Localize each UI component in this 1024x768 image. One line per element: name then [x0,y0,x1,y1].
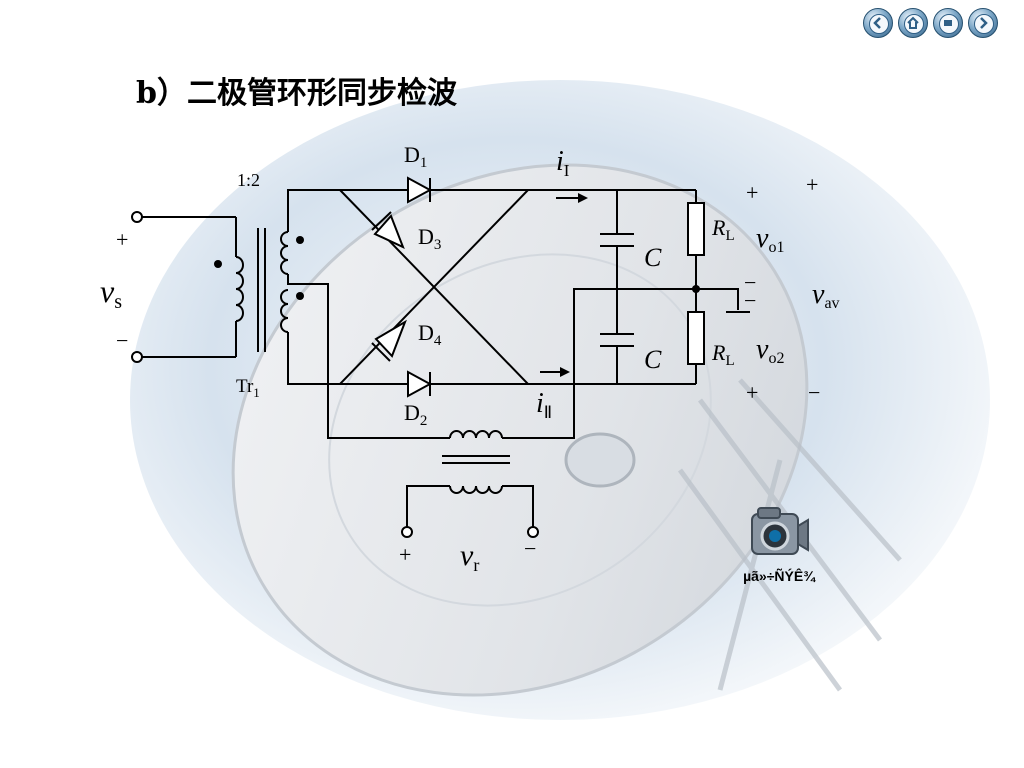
demo-caption: µã»÷ÑÝÊ¾ [743,568,815,584]
tr1-label: Tr1 [236,376,260,400]
slide-navigation [863,8,998,38]
transformer-tr1 [214,217,304,357]
vs-label: vs [100,273,122,313]
input-terminal-top [131,211,143,223]
vs-plus: + [116,227,128,252]
vr-plus: + [399,542,411,567]
diode-d4 [371,319,407,362]
load-resistor-bottom [687,311,705,365]
reference-transformer [406,430,534,527]
current-arrow-i1 [556,193,588,203]
nav-pause-icon [944,20,952,26]
diode-d2 [407,370,433,398]
d4-label: D4 [418,320,442,349]
slide-title: b）二极管环形同步检波 [136,76,457,111]
rl-top-label: RL [711,215,735,244]
demo-media-button[interactable]: µã»÷ÑÝÊ¾ [714,504,844,584]
primary-coil [235,256,244,322]
vav-plus: + [806,172,818,197]
nav-pause-button[interactable] [933,8,963,38]
capacitor-top [600,233,634,247]
d2-label: D2 [404,400,427,429]
vr-label: vr [460,539,479,575]
rl-bottom-label: RL [711,340,735,369]
vo2-label: vo2 [756,334,784,367]
capacitor-bottom [600,333,634,347]
diode-d3 [371,211,405,249]
d3-label: D3 [418,224,441,253]
diode-d1 [407,176,433,204]
load-resistor-top [687,202,705,256]
vav-label: vav [812,279,840,312]
nav-home-button[interactable] [898,8,928,38]
nav-forward-button[interactable] [968,8,998,38]
diagonal-d4-branch [339,189,529,385]
vav-minus: − [808,380,820,405]
secondary-coil-upper [280,231,289,275]
c-bottom-label: C [644,345,662,374]
vo2-minus-top: − [744,288,756,313]
i1-label: iI [556,146,570,180]
camera-icon [751,507,809,555]
c-top-label: C [644,243,662,272]
nav-back-button[interactable] [863,8,893,38]
vo1-plus: + [746,180,758,205]
nav-forward-icon [980,17,988,29]
nav-home-icon [907,16,919,29]
vo1-label: vo1 [756,223,784,256]
i2-label: iⅡ [536,388,552,422]
secondary-coil-lower [280,289,289,333]
reference-terminal-plus [401,526,413,538]
nav-back-icon [873,17,881,29]
input-terminal-bottom [131,351,143,363]
vs-minus: − [116,328,128,353]
reference-terminal-minus [527,526,539,538]
vo1-minus: − [744,270,756,295]
vo2-plus: + [746,380,758,405]
vr-minus: − [524,536,536,561]
current-arrow-i2 [540,367,570,377]
d1-label: D1 [404,142,427,171]
ratio-label: 1:2 [237,170,260,190]
